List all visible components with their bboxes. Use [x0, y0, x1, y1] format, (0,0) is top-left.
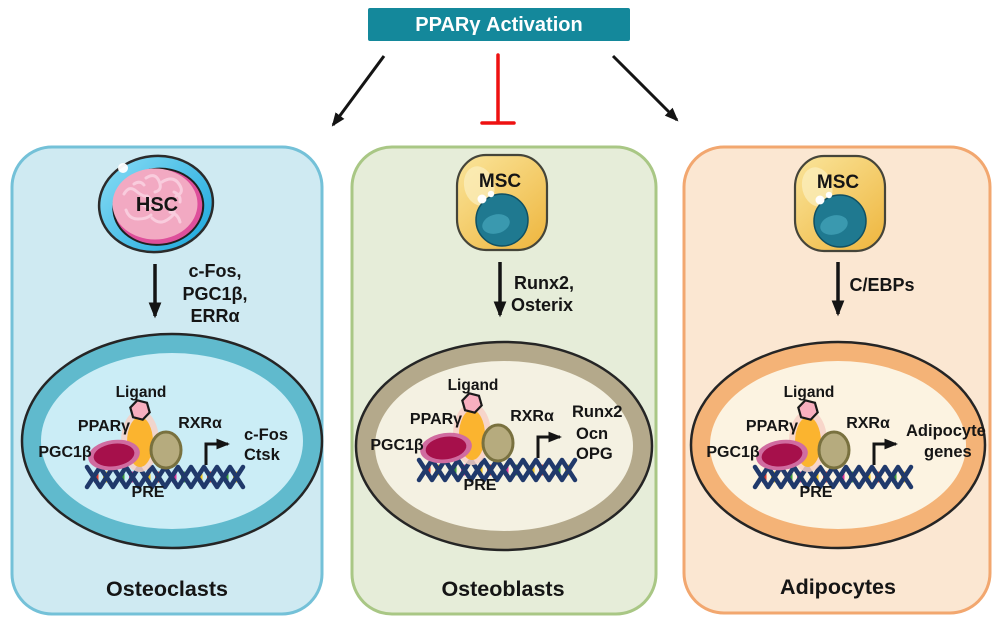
signal-factor: c-Fos,	[188, 261, 241, 281]
panel-title: Adipocytes	[780, 575, 896, 599]
target-gene: Runx2	[572, 403, 622, 421]
target-gene: Ocn	[576, 425, 608, 443]
rxra-label: RXRα	[178, 415, 222, 432]
ligand-label: Ligand	[784, 384, 835, 401]
pparg-label: PPARγ	[78, 418, 130, 435]
target-gene: c-Fos	[244, 426, 288, 444]
target-gene: OPG	[576, 445, 613, 463]
target-gene: Adipocyte	[906, 422, 986, 440]
pgc1b-label: PGC1β	[370, 437, 424, 454]
inhibition-tbar	[480, 53, 516, 125]
target-gene: genes	[924, 443, 972, 461]
ligand-label: Ligand	[116, 384, 167, 401]
header-box	[368, 8, 630, 41]
pre-label: PRE	[132, 484, 165, 501]
hsc-cell-label: HSC	[136, 194, 178, 216]
rxra-label: RXRα	[510, 408, 554, 425]
activation-arrow-right	[611, 54, 679, 122]
target-gene: Ctsk	[244, 446, 281, 464]
signal-factor: C/EBPs	[849, 275, 914, 295]
pre-label: PRE	[464, 477, 497, 494]
header-title: PPARγ Activation	[415, 14, 582, 36]
msc-cell-label: MSC	[479, 171, 522, 192]
panel-adipocytes: MSC C/EBPs Ligand PPARγ RXRα PGC1β PRE A…	[682, 145, 992, 615]
signal-factor: PGC1β,	[182, 284, 247, 304]
panel-osteoblasts: MSC Runx2, Osterix Ligand PPARγ RXRα PGC…	[350, 145, 658, 616]
msc-cell-label: MSC	[817, 172, 860, 193]
panel-title: Osteoblasts	[441, 577, 564, 601]
pre-label: PRE	[800, 484, 833, 501]
pgc1b-label: PGC1β	[38, 444, 92, 461]
pgc1b-label: PGC1β	[706, 444, 760, 461]
panel-osteoclasts: HSC c-Fos, PGC1β, ERRα Ligand PPARγ RXRα…	[10, 145, 324, 616]
signal-factor: ERRα	[190, 306, 239, 326]
signal-factor: Osterix	[511, 295, 573, 315]
pparg-label: PPARγ	[410, 411, 462, 428]
pparg-label: PPARγ	[746, 418, 798, 435]
ligand-label: Ligand	[448, 377, 499, 394]
activation-arrow-left	[331, 55, 386, 127]
rxra-label: RXRα	[846, 415, 890, 432]
panel-title: Osteoclasts	[106, 577, 228, 601]
signal-factor: Runx2,	[514, 273, 574, 293]
